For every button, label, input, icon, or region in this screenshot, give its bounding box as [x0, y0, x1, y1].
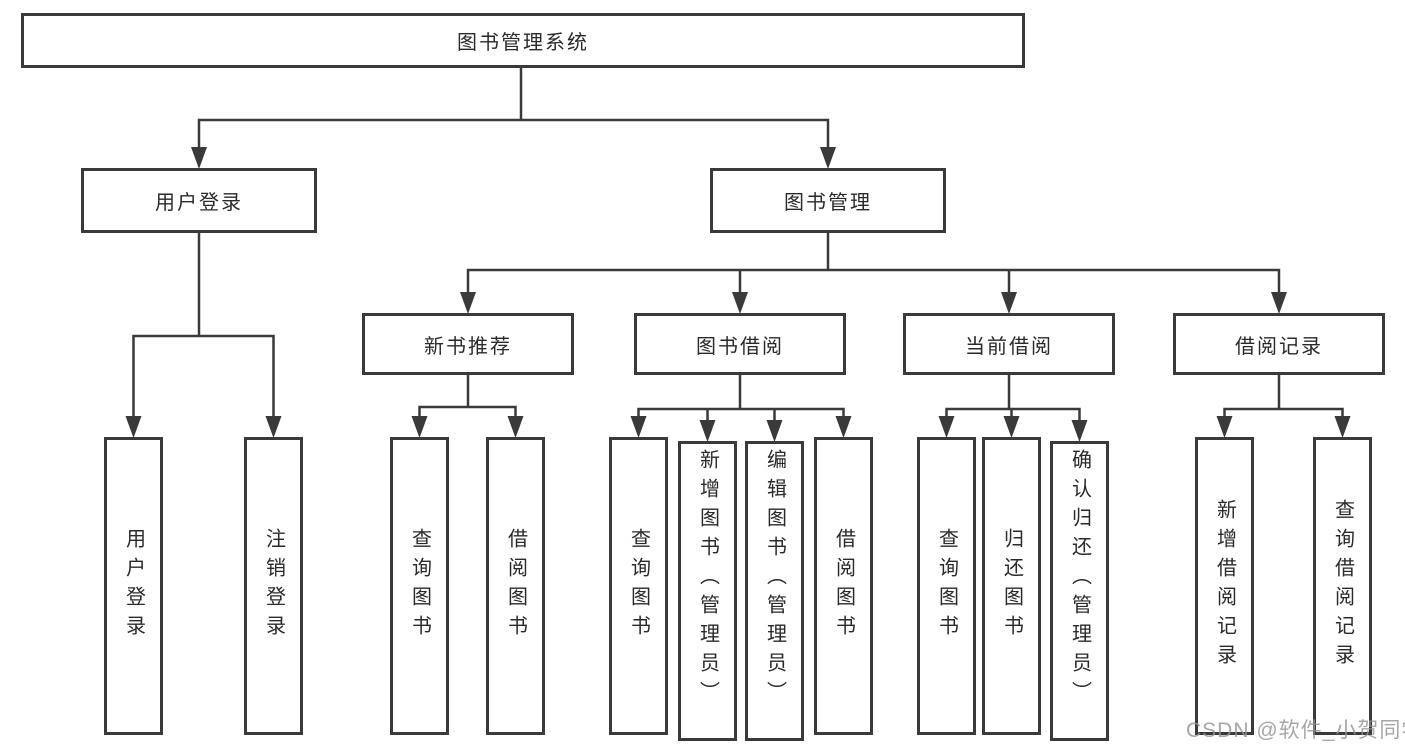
connector-root	[197, 64, 830, 154]
node-book-borrow-label: 图书借阅	[696, 335, 784, 358]
node-root-system-label: 图书管理系统	[457, 32, 589, 54]
connector-book-borrow	[637, 371, 845, 430]
leaf-return-books: 归还图书	[982, 437, 1041, 735]
node-borrow-records: 借阅记录	[1173, 313, 1385, 375]
leaf-edit-book-admin: 编辑图书（管理员）	[745, 441, 804, 741]
leaf-user-login: 用户登录	[104, 437, 163, 735]
leaf-add-book-admin: 新增图书（管理员）	[678, 441, 737, 741]
leaf-confirm-return-admin-label: 确认归还（管理员）	[1068, 449, 1091, 710]
connector-borrow-records	[1223, 371, 1344, 426]
leaf-logout: 注销登录	[244, 437, 303, 735]
leaf-logout-label: 注销登录	[262, 528, 285, 644]
node-book-management-label: 图书管理	[784, 192, 872, 214]
leaf-confirm-return-admin: 确认归还（管理员）	[1050, 441, 1109, 741]
leaf-query-books-recommend-label: 查询图书	[408, 528, 431, 644]
connector-segments	[132, 64, 1344, 430]
leaf-add-borrow-record: 新增借阅记录	[1195, 437, 1254, 735]
watermark: CSDN @软件_小贺同学	[1186, 719, 1405, 742]
connector-new-book-recommend	[418, 371, 517, 426]
leaf-borrow-books: 借阅图书	[814, 437, 873, 735]
leaf-query-books-borrow: 查询图书	[609, 437, 668, 735]
leaf-add-borrow-record-label: 新增借阅记录	[1213, 499, 1236, 673]
leaf-return-books-label: 归还图书	[1000, 528, 1023, 644]
leaf-query-borrow-record-label: 查询借阅记录	[1331, 499, 1354, 673]
node-book-management: 图书管理	[710, 168, 946, 233]
node-current-borrow-label: 当前借阅	[965, 335, 1053, 358]
node-current-borrow: 当前借阅	[903, 313, 1115, 375]
node-user-login-label: 用户登录	[155, 192, 243, 214]
node-root-system: 图书管理系统	[21, 13, 1025, 68]
leaf-query-books-recommend: 查询图书	[390, 437, 449, 735]
node-book-borrow: 图书借阅	[634, 313, 846, 375]
leaf-query-books-current: 查询图书	[917, 437, 976, 735]
leaf-query-books-current-label: 查询图书	[935, 528, 958, 644]
node-user-login: 用户登录	[81, 168, 317, 233]
node-borrow-records-label: 借阅记录	[1235, 335, 1323, 358]
node-new-book-recommend-label: 新书推荐	[424, 335, 512, 358]
arrowheads	[125, 147, 1351, 442]
leaf-edit-book-admin-label: 编辑图书（管理员）	[763, 449, 786, 710]
leaf-query-books-borrow-label: 查询图书	[627, 528, 650, 644]
leaf-borrow-books-recommend: 借阅图书	[486, 437, 545, 735]
leaf-borrow-books-recommend-label: 借阅图书	[504, 528, 527, 644]
leaf-query-borrow-record: 查询借阅记录	[1313, 437, 1372, 735]
leaf-add-book-admin-label: 新增图书（管理员）	[696, 449, 719, 710]
connector-user-login	[132, 229, 275, 426]
node-new-book-recommend: 新书推荐	[362, 313, 574, 375]
leaf-user-login-label: 用户登录	[122, 528, 145, 644]
leaf-borrow-books-label: 借阅图书	[832, 528, 855, 644]
connector-book-management	[466, 229, 1281, 302]
